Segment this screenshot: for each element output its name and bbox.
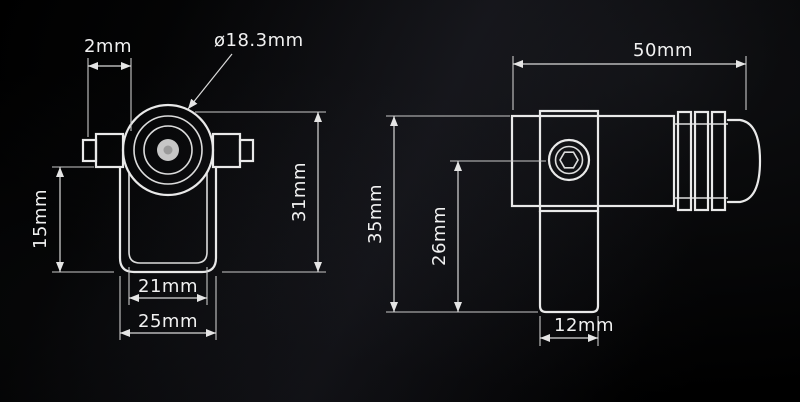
bracket-inner-outline (128, 172, 208, 264)
right-pivot-boss (211, 132, 242, 169)
dim-front-inner-width: 21mm (128, 267, 208, 305)
rib-ring-1 (676, 110, 693, 212)
nose-cone (726, 118, 762, 204)
dim-label-front-tab-width: 2mm (84, 36, 132, 57)
lens-center-dot (163, 145, 173, 155)
lens-outer-circle (121, 103, 215, 197)
left-screw-head (81, 138, 98, 163)
dim-label-front-outer-width: 25mm (138, 311, 198, 332)
right-screw-head (238, 138, 255, 163)
bracket-outer-outline (118, 165, 218, 274)
dim-label-side-total-height: 35mm (365, 184, 386, 244)
dim-label-side-foot-width: 12mm (554, 315, 614, 336)
left-pivot-boss (94, 132, 125, 169)
dim-label-front-lens-diameter: ø18.3mm (214, 30, 304, 51)
dim-label-front-total-height: 31mm (289, 162, 310, 222)
dim-front-tab-width: 2mm (84, 36, 132, 137)
dim-front-outer-width: 25mm (119, 276, 217, 340)
dim-front-lens-diameter: ø18.3mm (187, 30, 304, 110)
dim-side-length: 50mm (512, 40, 747, 110)
dim-side-axis-height: 26mm (429, 160, 546, 312)
rib-ring-2 (693, 110, 710, 212)
side-view: 50mm 35mm 26mm 12mm (365, 40, 762, 346)
lens-middle-circle (133, 115, 203, 185)
dim-side-total-height: 35mm (365, 115, 538, 313)
dim-front-bracket-height: 15mm (30, 166, 114, 273)
dim-side-foot-width: 12mm (539, 315, 614, 346)
dim-label-front-bracket-height: 15mm (30, 189, 51, 249)
dim-label-front-inner-width: 21mm (138, 276, 198, 297)
dim-label-side-length: 50mm (633, 40, 693, 61)
screw-inner-circle (554, 145, 584, 175)
lens-inner-circle (143, 125, 193, 175)
screw-hex-socket (559, 151, 579, 169)
front-view: 2mm ø18.3mm 31mm 15mm 21mm (30, 30, 326, 340)
dim-front-total-height: 31mm (195, 111, 326, 273)
mounting-arm (538, 209, 600, 314)
rib-ring-3 (710, 110, 727, 212)
dim-label-side-axis-height: 26mm (429, 206, 450, 266)
screw-outer-circle (547, 138, 591, 182)
